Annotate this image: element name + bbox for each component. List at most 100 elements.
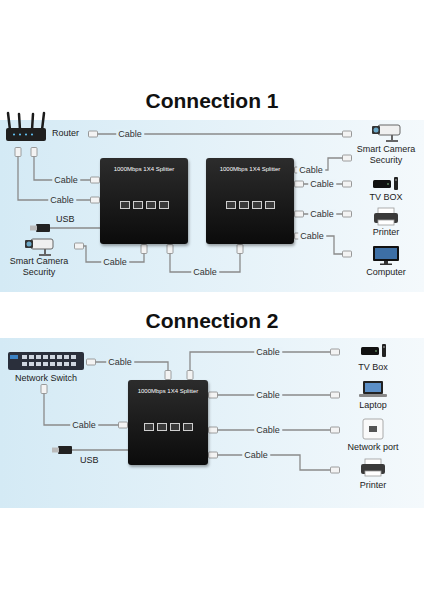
computer-device: Computer (352, 246, 420, 278)
illustration-shape (363, 381, 383, 394)
illustration-shape (8, 352, 84, 370)
port-row (224, 201, 276, 209)
port-row (118, 201, 170, 209)
rj45-plug (167, 245, 173, 254)
rj45-plug (295, 181, 304, 187)
rj45-plug (331, 467, 340, 473)
rj45-plug (75, 243, 84, 249)
cable-label: Cable (191, 267, 219, 277)
illustration-shape (8, 113, 10, 130)
illustration-shape (71, 355, 76, 359)
cable-label: Cable (308, 179, 336, 189)
illustration-shape (22, 355, 76, 366)
rj45-plug (87, 359, 96, 365)
printer-device: Printer (352, 208, 420, 238)
rj45-plug (15, 148, 21, 157)
device-label: Laptop (340, 400, 406, 411)
device-label: TV BOX (352, 192, 420, 203)
device-label: Computer (352, 267, 420, 278)
device-label: Router (52, 128, 88, 139)
device-label: Printer (352, 227, 420, 238)
rj45-plug (331, 427, 340, 433)
illustration-shape (71, 362, 76, 366)
illustration-shape (64, 355, 69, 359)
splitter-label: 1000Mbps 1X4 Splitter (206, 166, 294, 173)
device-label: Smart Camera Security (4, 256, 74, 278)
ethernet-port (252, 201, 262, 209)
device-label: Network Switch (6, 373, 86, 384)
ethernet-port (183, 423, 193, 431)
rj45-plug (209, 427, 218, 433)
rj45-plug (165, 371, 171, 380)
rj45-plug (89, 131, 98, 137)
network-switch-device: Network Switch (6, 352, 86, 384)
laptop-icon (359, 381, 387, 397)
illustration-shape (19, 134, 21, 136)
ethernet-port (144, 423, 154, 431)
cable-label: Cable (116, 129, 144, 139)
illustration-shape (13, 134, 15, 136)
illustration-shape (22, 355, 27, 359)
illustration-shape (30, 226, 37, 231)
illustration-shape (359, 394, 387, 397)
rj45-plug (209, 452, 218, 458)
illustration-shape (43, 355, 48, 359)
usb-cable (30, 224, 100, 232)
illustration-shape (57, 362, 62, 366)
illustration-shape (29, 355, 34, 359)
cable-connector (44, 384, 128, 425)
rj45-plug (41, 385, 47, 394)
camera-icon (372, 125, 400, 142)
cable-label: Cable (254, 390, 282, 400)
panel-ground (0, 338, 424, 508)
panel-ground (0, 120, 424, 292)
cable-label: Cable (254, 425, 282, 435)
illustration-shape (19, 114, 20, 130)
cable-label: Cable (48, 195, 76, 205)
ethernet-port (159, 201, 169, 209)
splitter-box: 1000Mbps 1X4 Splitter (100, 158, 188, 244)
camera-icon (25, 239, 53, 256)
rj45-plug (187, 371, 193, 380)
usb-label: USB (80, 455, 99, 465)
ethernet-port (226, 201, 236, 209)
port-row (142, 423, 194, 431)
illustration-shape (365, 383, 381, 392)
rj45-plug (237, 245, 243, 254)
illustration-shape (31, 134, 33, 136)
illustration-shape (10, 355, 18, 359)
illustration-shape (52, 448, 59, 453)
camera-device: Smart Camera Security (4, 236, 74, 278)
tv-box-device: TV Box (340, 342, 406, 373)
ethernet-port (146, 201, 156, 209)
device-label: TV Box (340, 362, 406, 373)
printer-icon (374, 208, 398, 225)
illustration-shape (36, 224, 50, 232)
ethernet-port (265, 201, 275, 209)
rj45-plug (141, 245, 147, 254)
rj45-plug (119, 422, 128, 428)
printer-device: Printer (340, 458, 406, 491)
usb-cable (52, 446, 128, 454)
illustration-shape (363, 419, 383, 439)
illustration-shape (36, 362, 41, 366)
router-device: Router (4, 112, 88, 147)
illustration-shape (72, 449, 128, 450)
illustration-shape (22, 362, 27, 366)
cable-label: Cable (297, 165, 325, 175)
rj45-plug (31, 148, 37, 157)
printer-icon (361, 459, 385, 476)
cable-connector (208, 455, 340, 470)
ethernet-port (157, 423, 167, 431)
rj45-plug (295, 211, 304, 217)
cable-label: Cable (70, 420, 98, 430)
device-label: Printer (340, 480, 406, 491)
rj45-plug (343, 155, 352, 161)
ethernet-port (133, 201, 143, 209)
illustration-shape (42, 113, 44, 130)
network-switch-icon (8, 352, 84, 370)
rj45-plug (343, 181, 352, 187)
illustration-shape (32, 114, 33, 130)
